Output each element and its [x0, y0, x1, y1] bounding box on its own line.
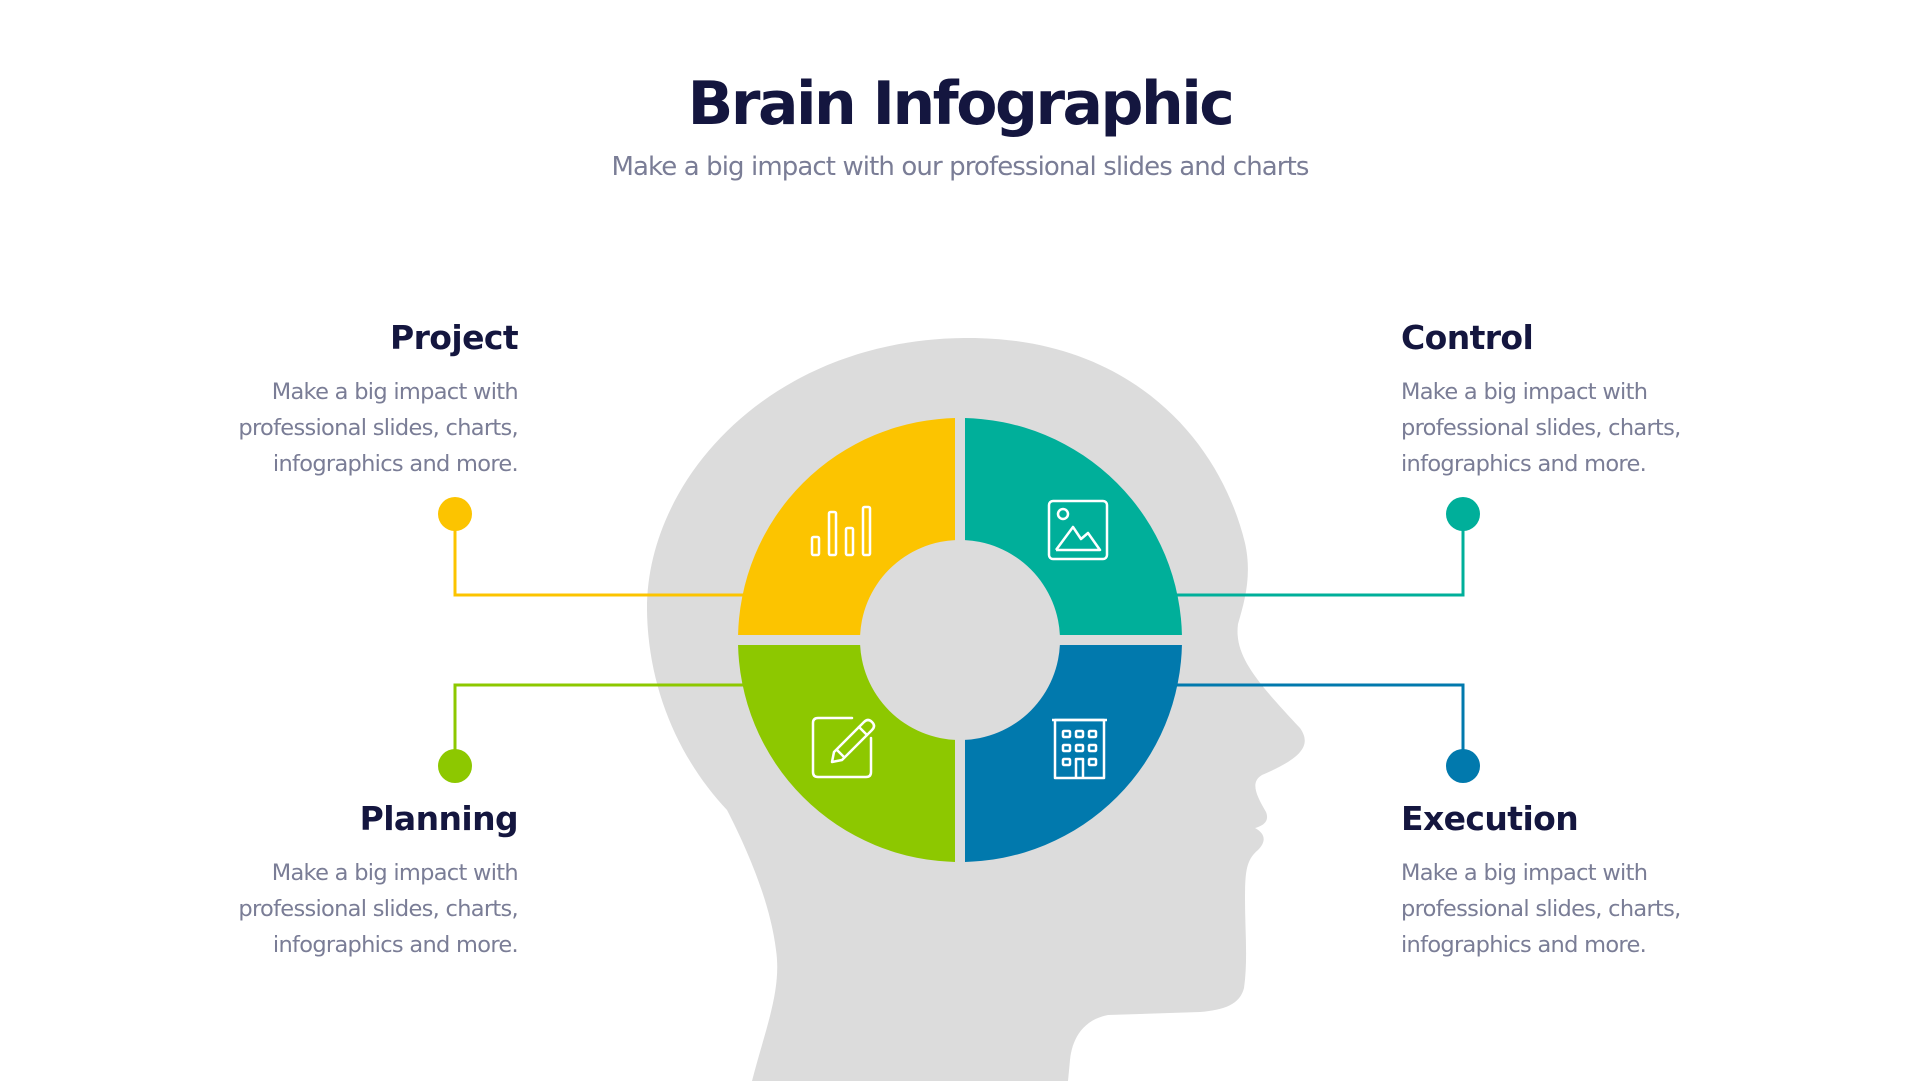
description-line: professional slides, charts, — [1401, 415, 1681, 441]
description-line: Make a big impact with — [1401, 379, 1648, 405]
project-connector-line — [453, 514, 745, 597]
project-dot — [438, 497, 472, 531]
description-line: professional slides, charts, — [1401, 896, 1681, 922]
description-line: infographics and more. — [272, 932, 519, 958]
control-title: Control — [1401, 318, 1534, 357]
execution-block: Execution Make a big impact with profess… — [1401, 797, 1741, 963]
planning-title: Planning — [359, 799, 519, 838]
building-icon — [1052, 718, 1107, 780]
control-description: Make a big impact with professional slid… — [1401, 374, 1741, 482]
donut-segment-project — [738, 418, 955, 635]
planning-block: Planning Make a big impact with professi… — [178, 797, 518, 963]
image-icon — [1047, 499, 1109, 561]
execution-title: Execution — [1401, 799, 1579, 838]
description-line: Make a big impact with — [1401, 860, 1648, 886]
execution-dot — [1446, 749, 1480, 783]
description-line: infographics and more. — [272, 451, 519, 477]
planning-dot — [438, 749, 472, 783]
description-line: professional slides, charts, — [238, 896, 518, 922]
description-line: Make a big impact with — [271, 379, 519, 405]
execution-connector-line — [1175, 683, 1465, 766]
description-line: Make a big impact with — [271, 860, 519, 886]
description-line: infographics and more. — [1401, 932, 1647, 958]
page-subtitle: Make a big impact with our professional … — [611, 152, 1309, 182]
project-block: Project Make a big impact with professio… — [178, 316, 518, 482]
control-connector-line — [1175, 514, 1465, 597]
planning-connector-line — [453, 683, 745, 766]
project-title: Project — [390, 318, 519, 357]
planning-description: Make a big impact with professional slid… — [178, 855, 518, 963]
control-block: Control Make a big impact with professio… — [1401, 316, 1741, 482]
page-title: Brain Infographic — [687, 69, 1235, 139]
edit-icon — [811, 716, 876, 779]
donut-segment-planning — [738, 645, 955, 862]
execution-description: Make a big impact with professional slid… — [1401, 855, 1741, 963]
project-description: Make a big impact with professional slid… — [178, 374, 518, 482]
description-line: professional slides, charts, — [238, 415, 518, 441]
donut-segment-execution — [965, 645, 1182, 862]
bar-chart-icon — [810, 505, 872, 557]
control-dot — [1446, 497, 1480, 531]
description-line: infographics and more. — [1401, 451, 1647, 477]
